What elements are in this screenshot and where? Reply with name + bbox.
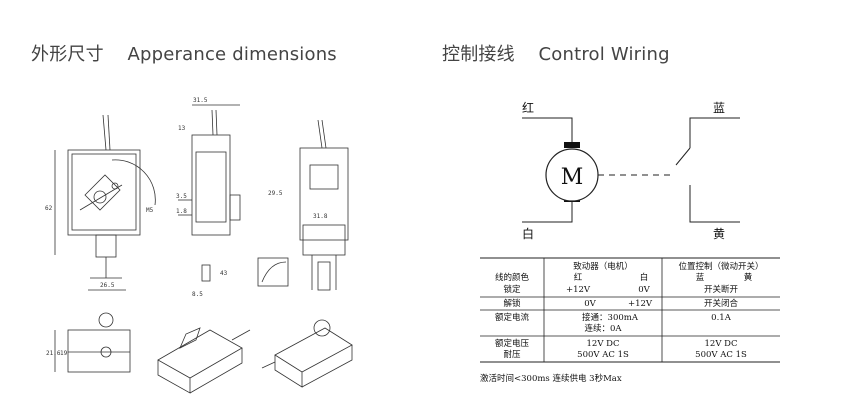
heading-appearance-dimensions: 外形尺寸 Apperance dimensions bbox=[31, 44, 337, 65]
dim-label: 13 bbox=[178, 125, 186, 132]
table-cell: 0V bbox=[584, 299, 596, 309]
table-cell: 开关闭合 bbox=[704, 298, 739, 309]
isometric-view-1 bbox=[157, 327, 251, 394]
dim-label: 62 bbox=[45, 205, 53, 212]
table-cell: 12V DC bbox=[705, 339, 738, 349]
wire-label-blue: 蓝 bbox=[713, 101, 725, 115]
bottom-view-drawing bbox=[54, 312, 131, 373]
table-cell: 红 bbox=[574, 272, 583, 283]
switch-contact bbox=[675, 147, 691, 166]
spec-table: 致动器（电机） 位置控制（微动开关） 线的颜色 红 白 蓝 黄 锁定 +12V … bbox=[480, 257, 780, 384]
motor-label: M bbox=[561, 165, 584, 190]
heading-control-wiring: 控制接线 Control Wiring bbox=[442, 44, 670, 65]
side-view-drawing bbox=[178, 104, 241, 282]
table-footnote: 激活时间<300ms 连续供电 3秒Max bbox=[480, 373, 622, 384]
detail-view-drawing bbox=[257, 257, 289, 287]
table-cell: 接通：300mA bbox=[582, 312, 639, 323]
dim-label: 43 bbox=[220, 270, 228, 277]
table-cell: 额定电压 bbox=[495, 338, 530, 349]
table-cell: 解锁 bbox=[503, 298, 521, 309]
wire-label-red: 红 bbox=[522, 100, 534, 115]
table-cell: 连续：0A bbox=[584, 323, 622, 334]
front-view-drawing bbox=[54, 114, 156, 291]
dim-label: 29.5 bbox=[268, 190, 283, 197]
table-cell: 白 bbox=[640, 272, 649, 283]
dim-label: 1.8 bbox=[176, 208, 187, 215]
table-cell: 黄 bbox=[744, 272, 753, 283]
table-cell: +12V bbox=[628, 299, 653, 309]
table-cell: 蓝 bbox=[696, 272, 705, 283]
table-cell: +12V bbox=[566, 285, 591, 295]
table-header-actuator: 致动器（电机） bbox=[573, 261, 633, 272]
isometric-view-2 bbox=[261, 319, 353, 388]
back-view-drawing bbox=[299, 119, 349, 291]
table-cell: 线的颜色 bbox=[495, 272, 530, 283]
wiring-diagram: M 红 白 蓝 黄 bbox=[522, 100, 740, 241]
wire-label-white: 白 bbox=[522, 226, 534, 241]
table-cell: 额定电流 bbox=[495, 312, 530, 323]
table-cell: 锁定 bbox=[503, 284, 521, 295]
dim-label: 3.5 bbox=[176, 193, 187, 200]
dim-label: 8.5 bbox=[192, 291, 203, 298]
dim-label: 31.5 bbox=[193, 97, 208, 104]
dim-label: 21.6 bbox=[46, 350, 61, 357]
table-cell: 0V bbox=[638, 285, 650, 295]
table-cell: 耐压 bbox=[503, 349, 521, 360]
dim-label: M5 bbox=[146, 207, 154, 214]
table-cell: 开关断开 bbox=[704, 284, 739, 295]
table-cell: 500V AC 1S bbox=[695, 350, 747, 360]
table-cell: 500V AC 1S bbox=[577, 350, 629, 360]
motor-brush-top bbox=[564, 142, 580, 148]
table-cell: 0.1A bbox=[711, 313, 732, 323]
table-header-position-control: 位置控制（微动开关） bbox=[678, 261, 763, 272]
dimension-labels: 31.5 13 3.5 1.8 62 29.5 31.8 8.5 43 26.5… bbox=[45, 97, 328, 357]
wire-label-yellow: 黄 bbox=[713, 227, 725, 241]
dim-label: 26.5 bbox=[100, 282, 115, 289]
dim-label: 31.8 bbox=[313, 213, 328, 220]
dim-label: 19 bbox=[60, 350, 68, 357]
table-cell: 12V DC bbox=[587, 339, 620, 349]
